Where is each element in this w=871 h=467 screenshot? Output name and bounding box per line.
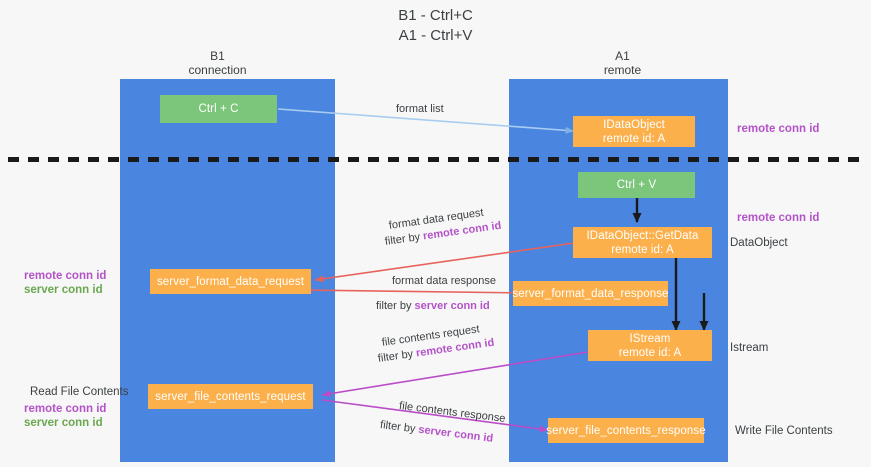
node-getdata-line1: IDataObject::GetData: [586, 229, 699, 242]
edge-label-format-data-response: format data response: [392, 275, 496, 287]
annotation-right-remote-conn-id-top: remote conn id: [737, 123, 820, 135]
node-idataobject-line1: IDataObject: [603, 118, 665, 131]
phase-divider: [8, 157, 863, 162]
filter-prefix: filter by: [384, 230, 424, 248]
node-ctrl-c[interactable]: Ctrl + C: [160, 95, 277, 123]
column-header-a1-subtitle: remote: [603, 63, 642, 77]
annotation-right-istream: Istream: [730, 342, 769, 354]
node-idataobject[interactable]: IDataObject remote id: A: [573, 116, 695, 147]
annotation-left-read-file-contents: Read File Contents: [30, 386, 129, 398]
node-server-format-data-request[interactable]: server_format_data_request: [150, 269, 311, 294]
edge-label-format-list: format list: [396, 103, 444, 115]
title-line-2: A1 - Ctrl+V: [398, 27, 473, 44]
node-ctrl-v-line1: Ctrl + V: [616, 179, 657, 191]
annotation-left-remote-conn-id-bottom: remote conn id: [24, 403, 107, 415]
node-idataobject-line2: remote id: A: [602, 132, 666, 145]
node-server-file-contents-response-label: server_file_contents_response: [546, 424, 706, 437]
filter-prefix: filter by: [377, 347, 417, 365]
page-title: B1 - Ctrl+C A1 - Ctrl+V: [0, 6, 871, 46]
column-header-b1-subtitle: connection: [188, 63, 247, 77]
column-header-a1: A1 remote: [560, 49, 685, 77]
node-ctrl-c-line1: Ctrl + C: [198, 103, 239, 115]
column-header-b1-name: B1: [210, 49, 225, 63]
filter-prefix: filter by: [376, 300, 415, 312]
node-getdata-line2: remote id: A: [611, 243, 674, 256]
filter-key: server conn id: [417, 423, 494, 445]
filter-prefix: filter by: [379, 418, 420, 436]
column-header-a1-name: A1: [615, 49, 630, 63]
annotation-right-remote-conn-id-mid: remote conn id: [737, 212, 820, 224]
node-server-file-contents-request-label: server_file_contents_request: [155, 390, 306, 403]
title-line-1: B1 - Ctrl+C: [398, 7, 473, 24]
node-istream-line2: remote id: A: [618, 346, 682, 359]
node-istream-line1: IStream: [629, 332, 671, 345]
edge-label-format-data-response-filter: filter by server conn id: [376, 299, 490, 313]
annotation-left-remote-conn-id-mid: remote conn id: [24, 270, 107, 282]
node-server-format-data-response[interactable]: server_format_data_response: [512, 281, 669, 306]
filter-key: server conn id: [414, 300, 490, 312]
column-header-b1: B1 connection: [155, 49, 280, 77]
node-ctrl-v[interactable]: Ctrl + V: [578, 172, 695, 198]
annotation-left-server-conn-id-bottom: server conn id: [24, 417, 103, 429]
node-istream[interactable]: IStream remote id: A: [588, 330, 712, 361]
node-server-file-contents-request[interactable]: server_file_contents_request: [148, 384, 313, 409]
node-server-format-data-response-label: server_format_data_response: [512, 287, 669, 300]
node-server-file-contents-response[interactable]: server_file_contents_response: [546, 418, 706, 443]
annotation-left-server-conn-id-mid: server conn id: [24, 284, 103, 296]
annotation-right-write-file-contents: Write File Contents: [735, 425, 833, 437]
node-server-format-data-request-label: server_format_data_request: [156, 275, 305, 288]
annotation-right-dataobject: DataObject: [730, 237, 788, 249]
node-getdata[interactable]: IDataObject::GetData remote id: A: [573, 227, 712, 258]
